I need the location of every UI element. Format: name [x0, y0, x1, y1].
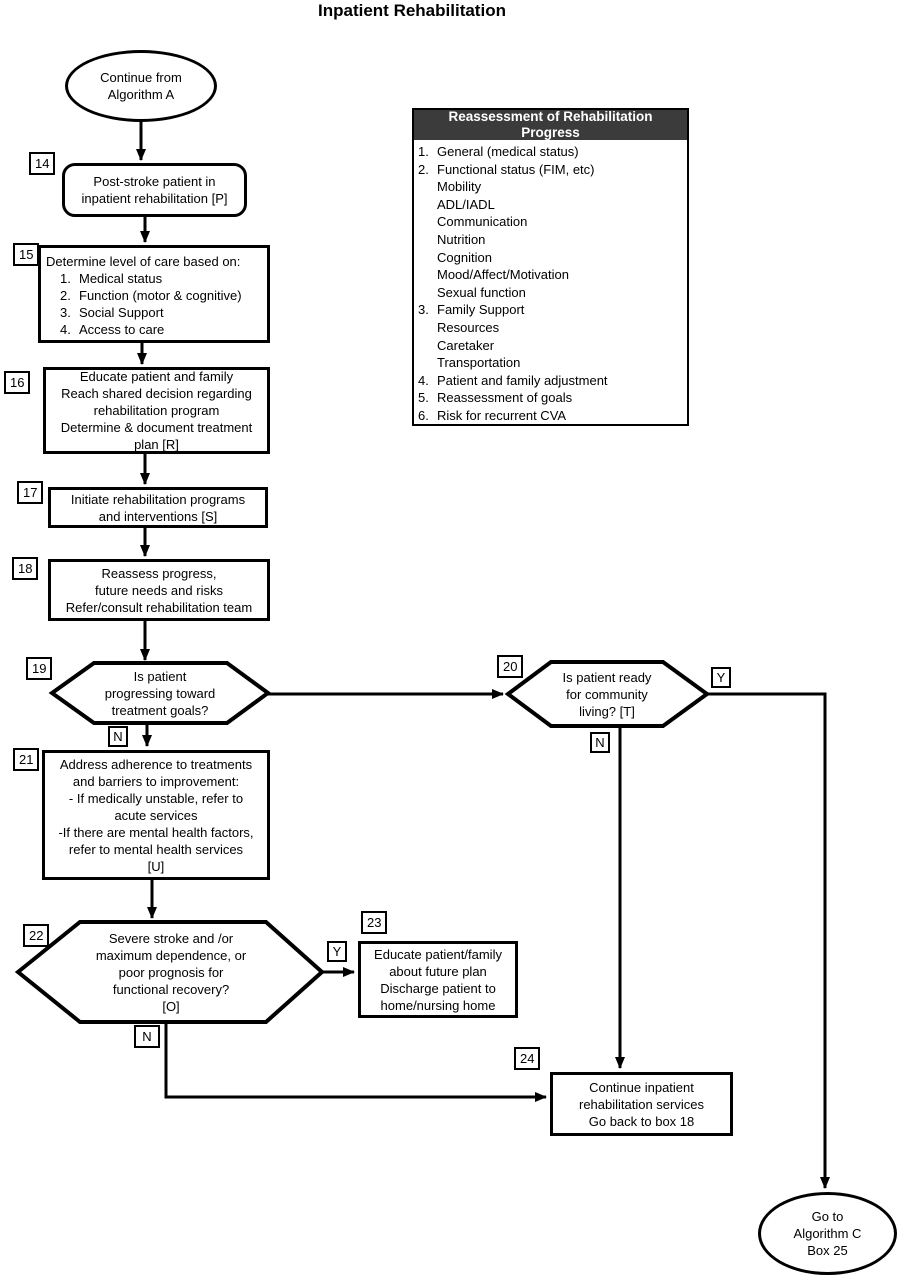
hexagon-20: [504, 660, 711, 728]
node-15-list: 1. Medical status 2. Function (motor & c…: [46, 270, 265, 338]
reassessment-panel-item: Caretaker: [437, 337, 495, 353]
node-17-label: 17: [17, 481, 44, 504]
node-20: Is patient ready for community living? […: [562, 669, 652, 719]
node-22-yes-label: Y: [327, 941, 347, 962]
hexagon-22: [14, 920, 326, 1024]
page-title: Inpatient Rehabilitation: [318, 1, 506, 20]
node-15-label: 15: [13, 243, 40, 266]
reassessment-panel-item: Communication: [437, 214, 528, 230]
node-16: Educate patient and family Reach shared …: [43, 367, 270, 454]
node-23-label: 23: [361, 911, 388, 934]
reassessment-panel-item: Resources: [437, 319, 500, 335]
reassessment-panel-item: 6. Risk for recurrent CVA: [418, 407, 567, 423]
reassessment-panel-item: 5. Reassessment of goals: [418, 390, 573, 406]
node-22-no-label: N: [134, 1025, 160, 1048]
edge-20-yes-to-end: [707, 692, 830, 1189]
hexagon-19: [48, 661, 272, 725]
reassessment-panel-item: 3. Family Support: [418, 302, 525, 318]
reassessment-panel-item: 1. General (medical status): [418, 144, 579, 159]
reassessment-panel-item: Transportation: [437, 355, 521, 371]
node-23: Educate patient/family about future plan…: [358, 941, 518, 1018]
reassessment-panel: Reassessment of Rehabilitation Progress …: [412, 108, 689, 426]
node-21: Address adherence to treatments and barr…: [42, 750, 270, 880]
node-22-label: 22: [23, 924, 50, 947]
node-15: Determine level of care based on: 1. Med…: [38, 245, 270, 343]
node-15-list-item: 4. Access to care: [60, 322, 165, 337]
node-18: Reassess progress, future needs and risk…: [48, 559, 270, 621]
reassessment-panel-item: Nutrition: [437, 231, 486, 247]
reassessment-panel-item: Sexual function: [437, 284, 526, 300]
node-16-label: 16: [4, 371, 31, 394]
reassessment-panel-item: Mobility: [437, 179, 482, 195]
node-20-no-label: N: [590, 732, 610, 753]
edge-22-no-to-24: [164, 1022, 547, 1102]
reassessment-panel-item: 2. Functional status (FIM, etc): [418, 161, 595, 177]
reassessment-panel-item: Mood/Affect/Motivation: [437, 267, 569, 283]
reassessment-panel-list: 1. General (medical status) 2. Functiona…: [414, 140, 687, 425]
node-19: Is patient progressing toward treatment …: [104, 668, 216, 718]
node-24-label: 24: [514, 1047, 541, 1070]
node-20-label: 20: [497, 655, 524, 678]
node-15-list-item: 2. Function (motor & cognitive): [60, 288, 242, 303]
reassessment-panel-item: 4. Patient and family adjustment: [418, 372, 608, 388]
node-19-label: 19: [26, 657, 53, 680]
end-oval: Go to Algorithm C Box 25: [758, 1192, 897, 1275]
node-15-list-item: 3. Social Support: [60, 305, 164, 320]
reassessment-panel-item: ADL/IADL: [437, 196, 495, 212]
reassessment-panel-header: Reassessment of Rehabilitation Progress: [414, 109, 687, 140]
node-22: Severe stroke and /or maximum dependence…: [95, 930, 247, 1014]
node-14-label: 14: [29, 152, 56, 175]
start-oval: Continue from Algorithm A: [65, 50, 217, 122]
reassessment-panel-item: Cognition: [437, 249, 492, 265]
node-20-yes-label: Y: [711, 667, 731, 688]
node-19-no-label: N: [108, 726, 128, 747]
node-17: Initiate rehabilitation programs and int…: [48, 487, 268, 528]
node-15-list-item: 1. Medical status: [60, 271, 163, 286]
node-21-label: 21: [13, 748, 40, 771]
node-18-label: 18: [12, 557, 39, 580]
node-24: Continue inpatient rehabilitation servic…: [550, 1072, 733, 1136]
node-15-heading: Determine level of care based on:: [46, 254, 241, 269]
node-14: Post-stroke patient in inpatient rehabil…: [62, 163, 247, 217]
